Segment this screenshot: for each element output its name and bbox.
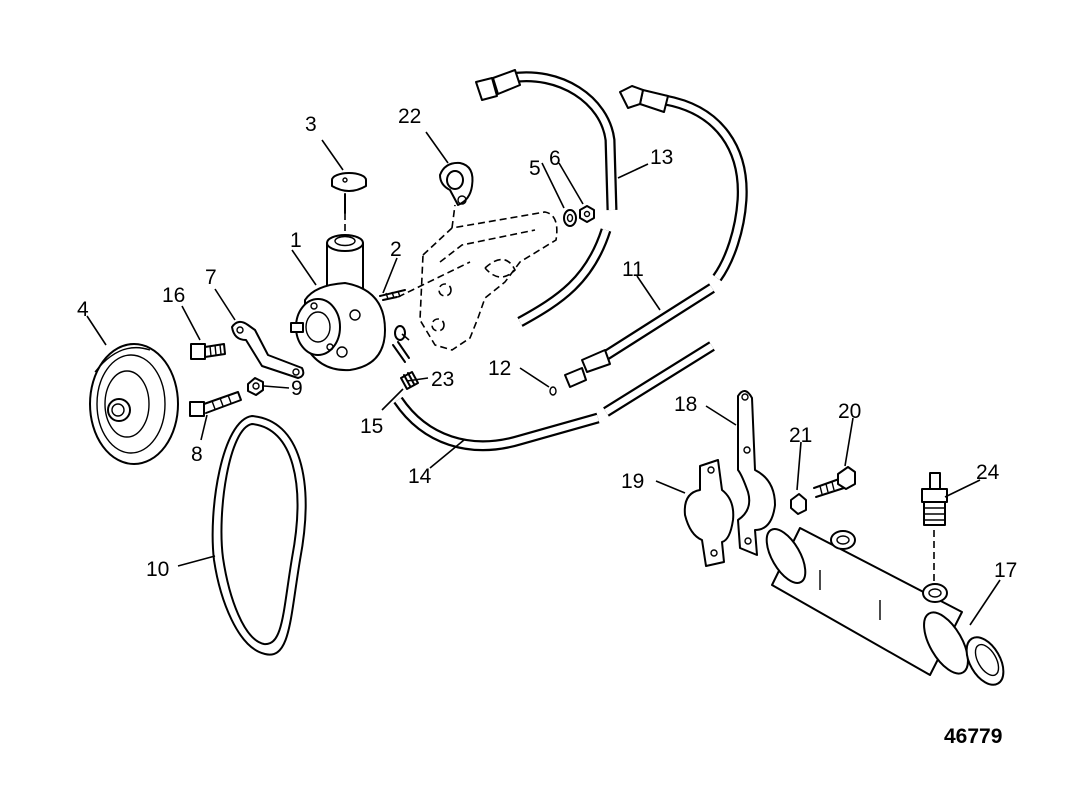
pressure-hose bbox=[475, 69, 618, 327]
callout-4: 4 bbox=[77, 298, 89, 321]
callout-20: 20 bbox=[838, 400, 861, 423]
washer-5 bbox=[563, 209, 577, 227]
washer bbox=[394, 325, 406, 341]
callout-1: 1 bbox=[290, 229, 302, 252]
callout-18: 18 bbox=[674, 393, 697, 416]
drive-belt bbox=[211, 415, 307, 656]
mounting-bracket bbox=[397, 204, 558, 351]
nut bbox=[247, 377, 264, 396]
clamp-19 bbox=[683, 459, 735, 567]
callout-19: 19 bbox=[621, 470, 644, 493]
callout-8: 8 bbox=[191, 443, 203, 466]
washer-21 bbox=[790, 493, 807, 515]
pulley bbox=[89, 343, 179, 465]
cooler-hose bbox=[564, 283, 715, 388]
callout-3: 3 bbox=[305, 113, 317, 136]
callout-7: 7 bbox=[205, 266, 217, 289]
callout-6: 6 bbox=[549, 147, 561, 170]
callout-24: 24 bbox=[976, 461, 1000, 484]
clamp-18 bbox=[737, 390, 776, 556]
adjusting-bracket bbox=[231, 321, 305, 379]
callout-16: 16 bbox=[162, 284, 185, 307]
hose-clamp bbox=[439, 161, 474, 206]
return-hose bbox=[619, 85, 748, 282]
nut-6 bbox=[579, 205, 595, 223]
callout-labels: 1 2 3 4 5 6 7 8 9 10 11 12 13 14 15 16 1… bbox=[77, 105, 1017, 582]
return-line-hose bbox=[393, 341, 715, 452]
figure-number: 46779 bbox=[944, 725, 1002, 748]
bleed-fitting bbox=[921, 472, 948, 582]
power-steering-pump bbox=[290, 234, 410, 372]
callout-15: 15 bbox=[360, 415, 383, 438]
callout-11: 11 bbox=[622, 258, 644, 281]
callout-17: 17 bbox=[994, 559, 1017, 582]
bolt-16 bbox=[190, 343, 226, 360]
stud bbox=[379, 289, 406, 300]
callout-23: 23 bbox=[431, 368, 454, 391]
reservoir-cap bbox=[331, 172, 367, 235]
callout-13: 13 bbox=[650, 146, 673, 169]
callout-21: 21 bbox=[789, 424, 812, 447]
callout-9: 9 bbox=[291, 377, 303, 400]
callout-22: 22 bbox=[398, 105, 421, 128]
o-ring bbox=[549, 386, 557, 396]
callout-12: 12 bbox=[488, 357, 511, 380]
oil-cooler bbox=[765, 527, 1005, 686]
bolt-20 bbox=[813, 466, 856, 498]
callout-5: 5 bbox=[529, 157, 541, 180]
callout-10: 10 bbox=[146, 558, 169, 581]
leader-lines bbox=[86, 131, 1001, 626]
bolt-8 bbox=[189, 391, 242, 417]
callout-14: 14 bbox=[408, 465, 432, 488]
callout-2: 2 bbox=[390, 238, 402, 261]
